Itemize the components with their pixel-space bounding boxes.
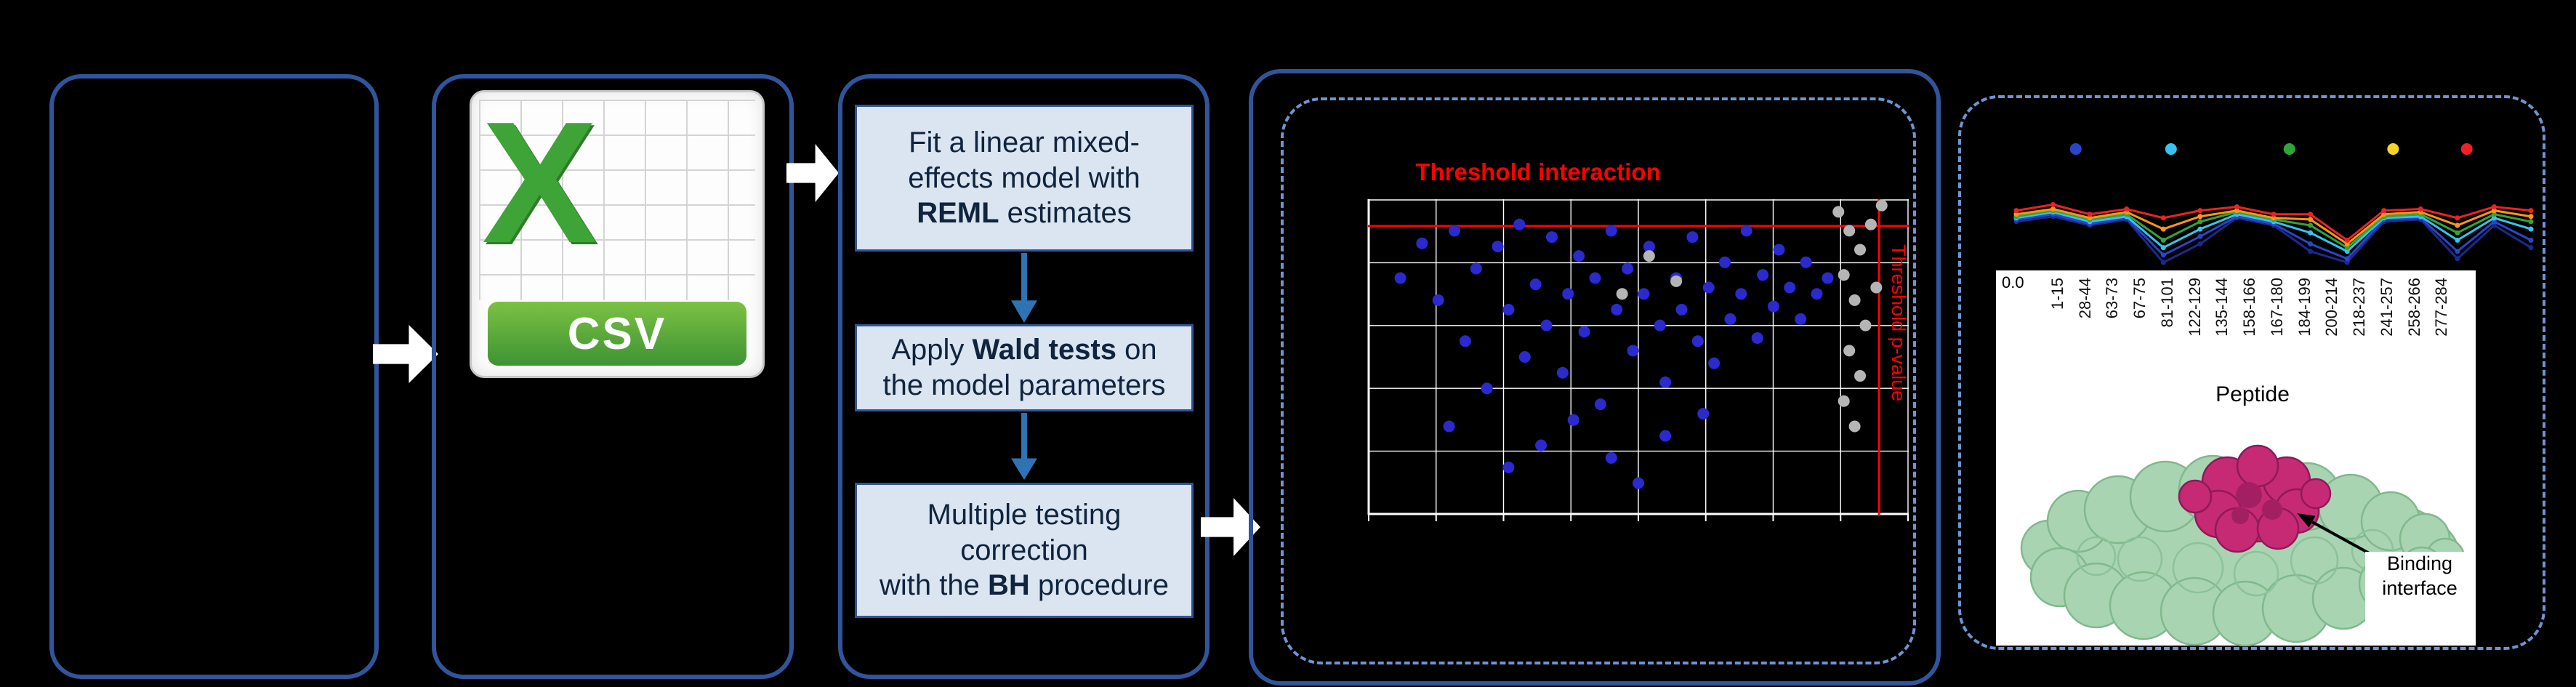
peptide-axis-panel: 0.0 1-15 28-44 63-73 67-75 81-101 122-129 135-… [1996, 269, 2476, 647]
peptide-tick-label: 258-266 [2404, 278, 2423, 337]
scatter-dashed-frame [1281, 97, 1916, 664]
threshold-scatter-plot [1367, 199, 1909, 521]
panel-input-data [49, 74, 379, 679]
panel-scatter-results: Threshold interaction Threshold p-value [1249, 69, 1941, 686]
peptide-tick-label: 28-44 [2075, 278, 2094, 319]
spreadsheet-grid-icon [479, 100, 755, 300]
peptide-tick-label: 200-214 [2322, 278, 2341, 337]
panel-csv-file: X CSV [432, 74, 794, 679]
workflow-step-text: Fit a linear mixed-effects model with RE… [908, 126, 1140, 230]
peptide-tick-labels: 1-15 28-44 63-73 67-75 81-101 122-129 135-144 1… [2047, 275, 2458, 382]
excel-x-letter: X [482, 87, 597, 279]
x-axis-line [1996, 269, 2476, 270]
panel-peptide-results: 0.0 1-15 28-44 63-73 67-75 81-101 122-129 135-… [1958, 95, 2545, 650]
binding-interface-label: Binding interface [2365, 552, 2474, 624]
csv-ribbon: CSV [488, 302, 746, 366]
y-axis-tick: 0.0 [2002, 273, 2024, 292]
peptide-axis-title: Peptide [2215, 382, 2290, 406]
peptide-tick-label: 277-284 [2432, 278, 2451, 337]
peptide-tick-label: 167-180 [2267, 278, 2286, 337]
peptide-tick-label: 135-144 [2213, 278, 2231, 337]
peptide-uptake-line-chart [2013, 143, 2534, 265]
peptide-tick-label: 158-166 [2240, 278, 2259, 337]
flow-arrow-icon [373, 325, 438, 383]
panel-statistical-workflow: Fit a linear mixed-effects model with RE… [838, 74, 1209, 679]
peptide-tick-label: 241-257 [2377, 278, 2396, 337]
peptide-tick-label: 81-101 [2157, 278, 2176, 328]
workflow-step-wald: Apply Wald tests on the model parameters [855, 324, 1194, 411]
csv-label: CSV [567, 308, 667, 359]
peptide-tick-label: 1-15 [2048, 278, 2066, 310]
down-arrow-icon [1011, 413, 1037, 480]
workflow-step-reml: Fit a linear mixed-effects model with RE… [855, 105, 1194, 252]
threshold-pvalue-label: Threshold p-value [1888, 244, 1909, 402]
workflow-step-text: Apply Wald tests on the model parameters [882, 334, 1166, 401]
workflow-step-text: Multiple testing correction with the BH … [880, 498, 1169, 602]
peptide-tick-label: 122-129 [2185, 278, 2204, 337]
peptide-tick-label: 184-199 [2295, 278, 2314, 337]
workflow-step-bh: Multiple testing correction with the BH … [855, 483, 1194, 618]
scatter-title: Threshold interaction [1415, 158, 1661, 185]
peptide-tick-label: 67-75 [2130, 278, 2149, 319]
down-arrow-icon [1011, 253, 1037, 323]
flow-arrow-icon [786, 144, 839, 202]
peptide-tick-label: 218-237 [2350, 278, 2369, 337]
peptide-tick-label: 63-73 [2103, 278, 2122, 319]
csv-file-icon: X CSV [470, 87, 765, 378]
